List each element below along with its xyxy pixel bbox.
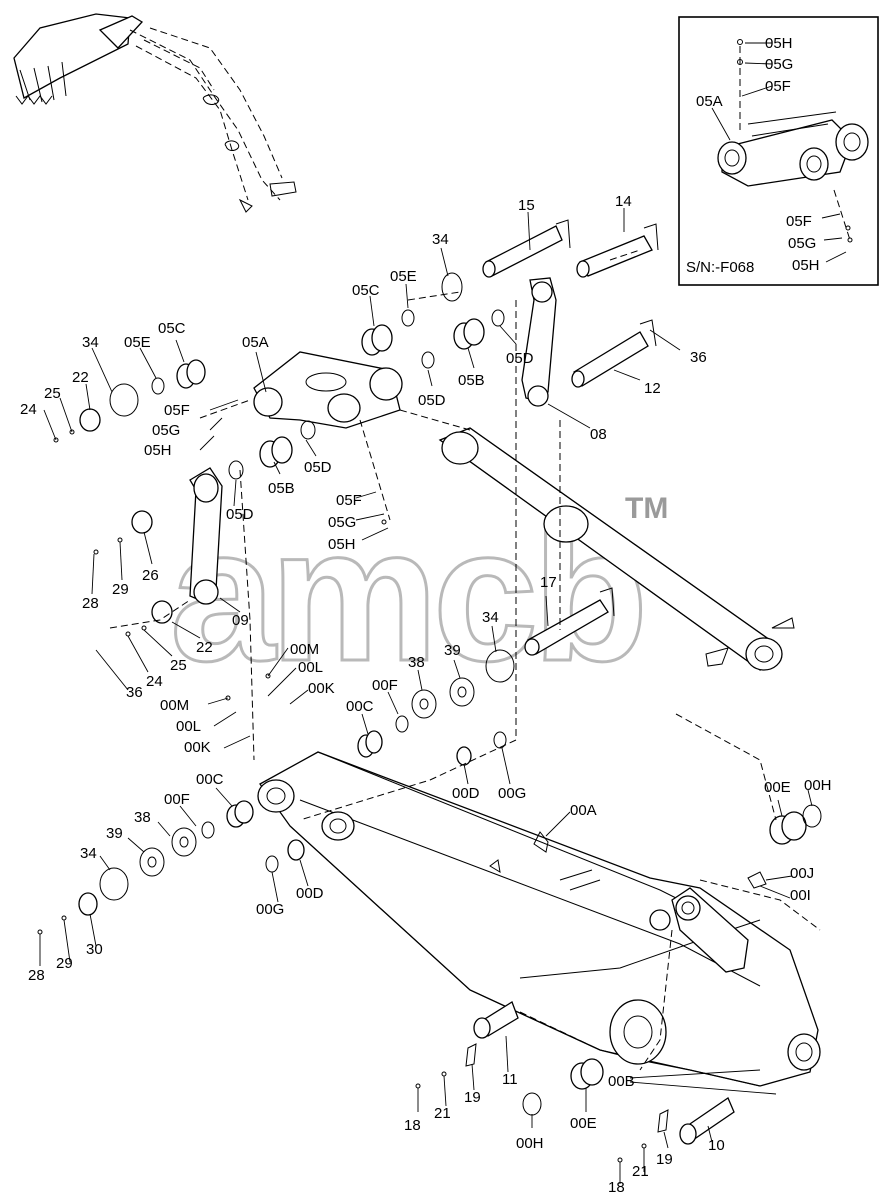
part-label: 36 (126, 684, 143, 701)
part-label: 05F (164, 402, 190, 419)
part-label: 05D (226, 506, 254, 523)
part-label: 05C (352, 282, 380, 299)
small-hardware (37, 429, 647, 1163)
part-label: 00H (804, 777, 832, 794)
part-label: 05D (418, 392, 446, 409)
part-label: 19 (656, 1151, 673, 1168)
part-label: 05A (696, 93, 723, 110)
part-label: 09 (232, 612, 249, 629)
part-label: 38 (134, 809, 151, 826)
part-label: 30 (86, 941, 103, 958)
part-label: 00L (298, 659, 323, 676)
part-label: 05F (336, 492, 362, 509)
part-label: 18 (608, 1179, 625, 1196)
part-label: 05H (144, 442, 172, 459)
part-label: 10 (708, 1137, 725, 1154)
part-label: 00M (290, 641, 319, 658)
part-label: 00D (452, 785, 480, 802)
part-label: 08 (590, 426, 607, 443)
link-arms (189, 277, 557, 605)
assembly-lines (109, 249, 821, 1071)
part-label: 05C (158, 320, 186, 337)
arm-cylinder (438, 427, 795, 672)
excavator-thumbnail (13, 13, 297, 213)
part-labels: 05H 05G 05F 05A 05F 05G 05H 15 14 34 05E 05C 34 05E 05… (20, 35, 832, 1196)
part-label: 00F (164, 791, 190, 808)
part-label: 26 (142, 567, 159, 584)
part-label: 00G (498, 785, 526, 802)
leader-lines (39, 42, 847, 1184)
part-label: 34 (482, 609, 499, 626)
part-label: 25 (44, 385, 61, 402)
part-label: 05B (458, 372, 485, 389)
boom-body (257, 751, 821, 1087)
part-label: 28 (28, 967, 45, 984)
part-label: 29 (112, 581, 129, 598)
part-label: 05E (390, 268, 417, 285)
part-label: 00H (516, 1135, 544, 1152)
part-label: 21 (434, 1105, 451, 1122)
part-label: 00M (160, 697, 189, 714)
part-label: 18 (404, 1117, 421, 1134)
part-label: 05E (124, 334, 151, 351)
part-label: 34 (82, 334, 99, 351)
part-label: 22 (72, 369, 89, 386)
part-label: 12 (644, 380, 661, 397)
part-label: 00J (790, 865, 814, 882)
part-label: 00E (570, 1115, 597, 1132)
part-label: 05D (506, 350, 534, 367)
part-label: 00C (196, 771, 224, 788)
part-label: 11 (502, 1071, 518, 1088)
part-label: 05G (788, 235, 816, 252)
part-label: 24 (146, 673, 163, 690)
part-label: 05D (304, 459, 332, 476)
part-label: 05G (765, 56, 793, 73)
part-label: 00G (256, 901, 284, 918)
part-label: 22 (196, 639, 213, 656)
part-label: 05G (152, 422, 180, 439)
part-label: 00A (570, 802, 597, 819)
part-label: 19 (464, 1089, 481, 1106)
part-label: 05F (765, 78, 791, 95)
part-label: 00E (764, 779, 791, 796)
part-label: 36 (690, 349, 707, 366)
part-label: 00L (176, 718, 201, 735)
part-label: 34 (80, 845, 97, 862)
part-label: 14 (615, 193, 632, 210)
pins (473, 219, 735, 1145)
part-label: 00F (372, 677, 398, 694)
part-label: 39 (106, 825, 123, 842)
bushings-and-rings (78, 272, 822, 1133)
part-label: 05B (268, 480, 295, 497)
watermark-trademark: TM (625, 492, 668, 525)
part-label: 17 (540, 574, 557, 591)
part-label: 15 (518, 197, 535, 214)
part-label: 00I (790, 887, 811, 904)
part-label: 05G (328, 514, 356, 531)
inset-panel (678, 16, 879, 286)
part-label: 05H (328, 536, 356, 553)
part-label: 25 (170, 657, 187, 674)
part-label: 05H (765, 35, 793, 52)
part-label: 21 (632, 1163, 649, 1180)
part-label: 00D (296, 885, 324, 902)
part-label: 00K (308, 680, 335, 697)
part-label: 29 (56, 955, 73, 972)
part-label: 24 (20, 401, 37, 418)
part-label: 39 (444, 642, 461, 659)
part-label: 38 (408, 654, 425, 671)
part-label: 05A (242, 334, 269, 351)
part-label: 00B (608, 1073, 635, 1090)
part-label: 00C (346, 698, 374, 715)
part-label: 05H (792, 257, 820, 274)
serial-number-label: S/N:-F068 (686, 259, 754, 276)
part-label: 34 (432, 231, 449, 248)
part-label: 28 (82, 595, 99, 612)
part-label: 05F (786, 213, 812, 230)
part-label: 00K (184, 739, 211, 756)
